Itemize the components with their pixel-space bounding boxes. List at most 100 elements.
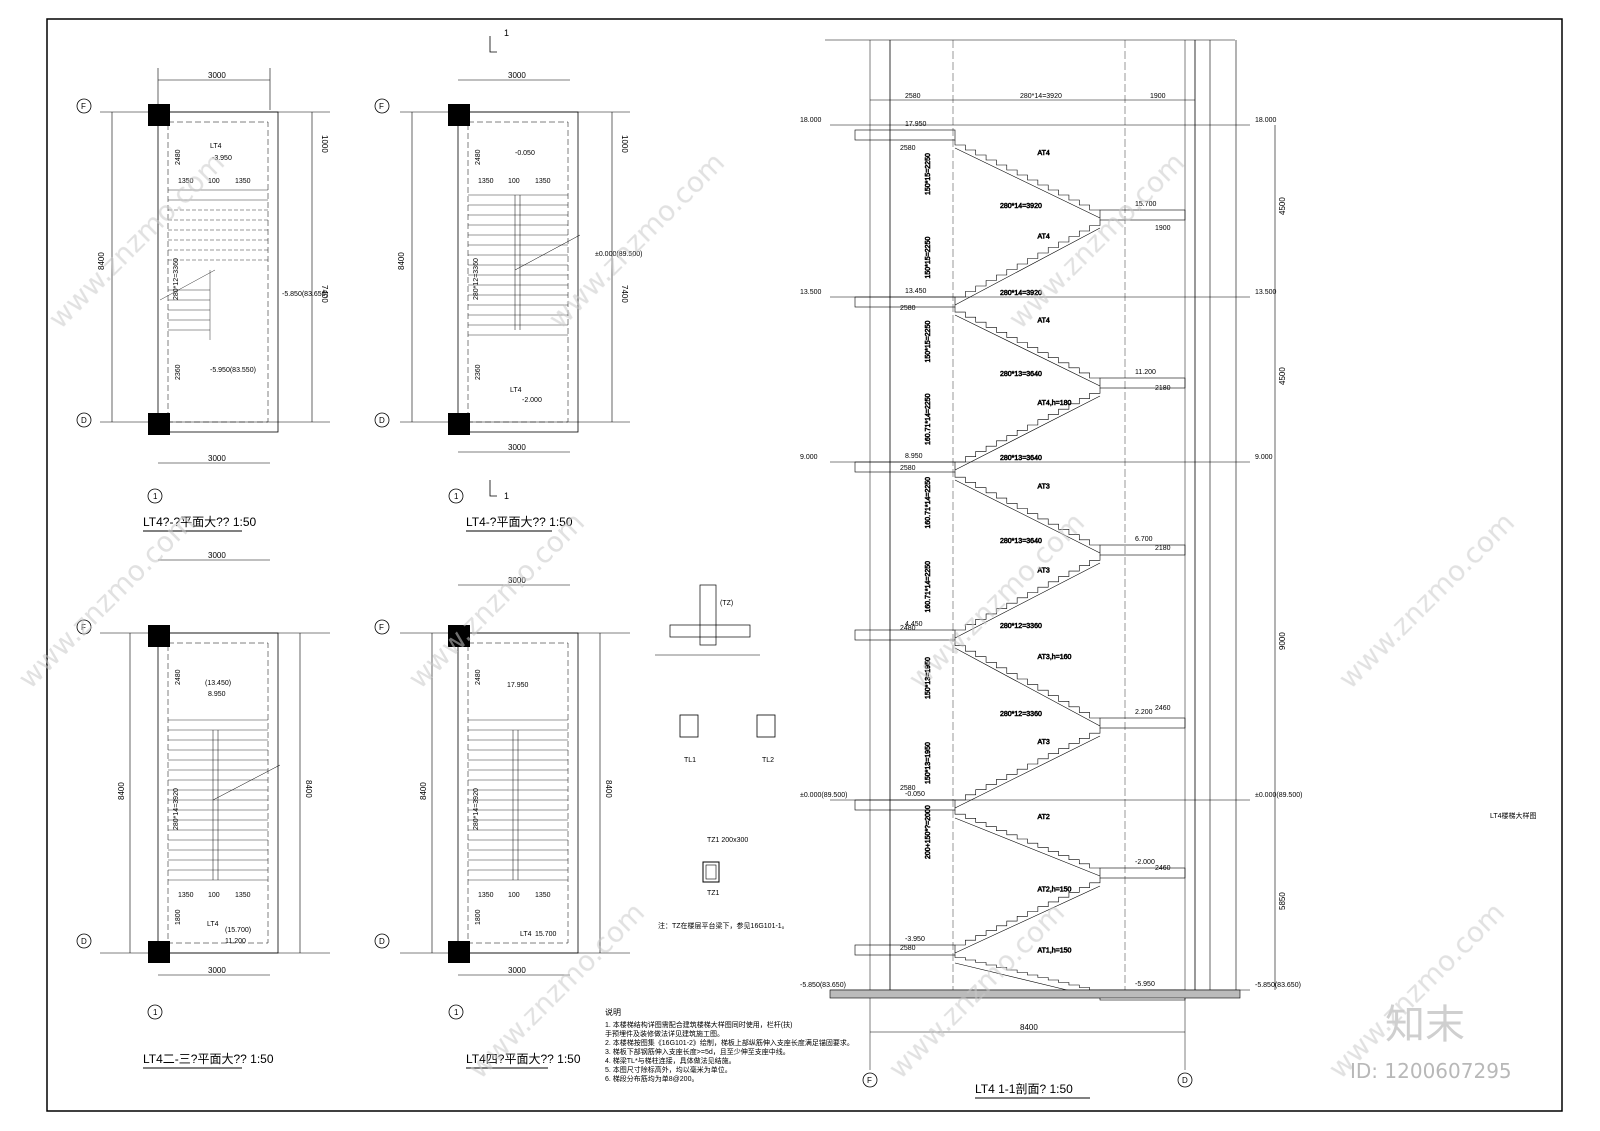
column: [148, 941, 170, 963]
plan4-title: LT4四?平面大?? 1:50: [466, 1052, 581, 1066]
svg-text:www.znzmo.com: www.znzmo.com: [1002, 146, 1191, 335]
flight-label-8: AT2: [1038, 814, 1050, 821]
plan-lt4-floor-4: 3000 8400 8400 17.950 15.700 LT4 1350 10…: [400, 576, 630, 1069]
side-dim-0: 2580: [900, 145, 916, 152]
column: [148, 104, 170, 126]
svg-text:www.znzmo.com: www.znzmo.com: [1332, 506, 1521, 695]
landing-level-0: 17.950: [905, 121, 927, 128]
side-dim-1: 1900: [1155, 225, 1171, 232]
flight-run-3: 280*13=3640: [1000, 455, 1042, 462]
level-left-4: -5.850(83.650): [800, 982, 846, 989]
plan4-run: 280*14=3920: [473, 788, 480, 830]
beam-details: (TZ) TL1 TL2 TZ1 TZ1 200x300 注：TZ在楼层平台梁下…: [655, 584, 789, 930]
svg-text:D: D: [379, 416, 385, 425]
axis-f-bubble: [862, 1072, 878, 1088]
svg-text:www.znzmo.com: www.znzmo.com: [42, 146, 231, 335]
plan4-lt-label: LT4: [520, 931, 532, 938]
landing-level-10: -3.950: [905, 936, 925, 943]
flight-label-7: AT3: [1038, 739, 1050, 746]
landing-level-4: 8.950: [905, 453, 923, 460]
plan2-run: 280*12=3360: [473, 258, 480, 300]
plan3-sub-3: 1350: [235, 892, 251, 899]
note-1b: 手预埋件及装修做法详见建筑施工图。: [605, 1029, 724, 1038]
plan2-dim-bottom: 3000: [508, 443, 526, 452]
svg-text:F: F: [379, 102, 384, 111]
landing-level-6: 4.450: [905, 621, 923, 628]
top-dim-3: 1900: [1150, 93, 1166, 100]
plan1-sub-2: 100: [208, 178, 220, 185]
svg-text:www.znzmo.com: www.znzmo.com: [402, 506, 591, 695]
plan3-sub-2: 100: [208, 892, 220, 899]
plan3-dim-top: 3000: [208, 551, 226, 560]
plan2-dim-right-b: 7400: [620, 285, 629, 303]
level-left-0: 18.000: [800, 117, 822, 124]
sheet-border: [46, 18, 1563, 1112]
plan4-level-2: 15.700: [535, 931, 557, 938]
plan3-run: 280*14=3920: [173, 788, 180, 830]
level-right-3: ±0.000(89.500): [1255, 792, 1302, 799]
svg-text:D: D: [81, 416, 87, 425]
plan2-sub-1: 1350: [478, 178, 494, 185]
tz1-size: TZ1 200x300: [707, 837, 748, 844]
plan4-sub-2: 100: [508, 892, 520, 899]
plan3-sub-1: 1350: [178, 892, 194, 899]
right-dim-1: 4500: [1278, 197, 1287, 215]
column: [148, 625, 170, 647]
plan4-seg-top: 2480: [475, 669, 482, 685]
image-id: ID: 1200607295: [1350, 1059, 1512, 1083]
svg-text:1: 1: [153, 492, 158, 501]
plan4-level-1: 17.950: [507, 682, 529, 689]
plan2-dim-top: 3000: [508, 71, 526, 80]
flight-height-4: 160.71*14=2250: [925, 477, 932, 529]
column: [448, 941, 470, 963]
flight-height-7: 150*13=1950: [925, 742, 932, 784]
right-dim-3: 9000: [1278, 632, 1287, 650]
flight-label-9: AT2,h=150: [1038, 887, 1072, 894]
plan2-title: LT4-?平面大?? 1:50: [466, 515, 573, 529]
plan1-title: LT4?-?平面大?? 1:50: [143, 515, 256, 529]
flight-run-4: 280*13=3640: [1000, 538, 1042, 545]
flight-run-2: 280*13=3640: [1000, 371, 1042, 378]
landing-level-8: -0.050: [905, 791, 925, 798]
tl1-label: TL1: [684, 757, 696, 764]
plan1-seg-top: 2480: [175, 149, 182, 165]
section-axis-left: F: [867, 1076, 872, 1085]
plan1-level-1: -3.950: [212, 155, 232, 162]
plan4-sub-3: 1350: [535, 892, 551, 899]
tz-note: 注：TZ在楼层平台梁下，参见16G101-1。: [658, 921, 789, 930]
plan1-sub-3: 1350: [235, 178, 251, 185]
svg-text:1: 1: [153, 1008, 158, 1017]
column: [448, 625, 470, 647]
landing-level-11: -5.950: [1135, 981, 1155, 988]
side-dim-8: 2580: [900, 785, 916, 792]
landing-level-9: -2.000: [1135, 859, 1155, 866]
plan2-dim-left: 8400: [397, 252, 406, 270]
general-notes: 说明 1. 本楼梯结构详图需配合建筑楼梯大样图同时使用，栏杆(扶) 手预埋件及装…: [605, 1007, 854, 1083]
plan3-seg-bot: 1800: [175, 909, 182, 925]
plan2-level-1: -0.050: [515, 150, 535, 157]
section-cut-bottom: 1: [504, 491, 509, 501]
plan2-seg-top: 2480: [475, 149, 482, 165]
svg-text:F: F: [81, 102, 86, 111]
plan2-seg-bot: 2360: [475, 364, 482, 380]
level-left-3: ±0.000(89.500): [800, 792, 847, 799]
svg-text:1: 1: [454, 492, 459, 501]
top-dim-2: 280*14=3920: [1020, 93, 1062, 100]
note-6: 6. 梯段分布筋均为单8@200。: [605, 1074, 698, 1083]
plan2-dim-right-a: 1000: [620, 135, 629, 153]
plan1-sub-1: 1350: [178, 178, 194, 185]
svg-text:F: F: [379, 623, 384, 632]
plan-lt4-basement: 3000 8400 1000 7400: [97, 68, 330, 532]
plan3-dim-right: 8400: [304, 780, 313, 798]
svg-text:D: D: [379, 937, 385, 946]
plan3-lt-label: LT4: [207, 921, 219, 928]
notes-title: 说明: [605, 1007, 621, 1017]
flight-label-1: AT4: [1038, 234, 1050, 241]
plan1-dim-left: 8400: [97, 252, 106, 270]
side-dim-2: 2580: [900, 305, 916, 312]
flight-height-6: 150*13=1950: [925, 657, 932, 699]
flight-run-0: 280*14=3920: [1000, 203, 1042, 210]
side-dim-9: 2460: [1155, 865, 1171, 872]
landing-level-1: 15.700: [1135, 201, 1157, 208]
svg-text:1: 1: [454, 1008, 459, 1017]
